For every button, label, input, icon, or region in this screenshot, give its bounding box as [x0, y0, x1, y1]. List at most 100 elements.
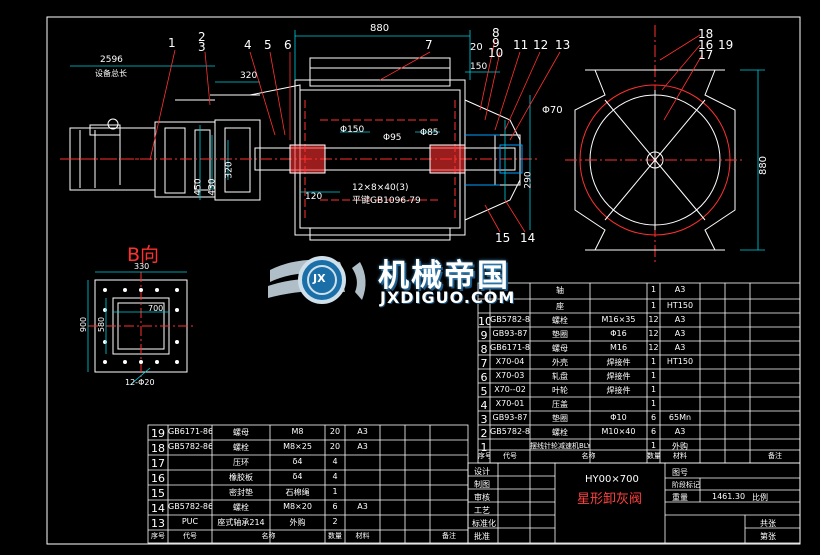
main-dimension-lines — [70, 30, 531, 230]
watermark-en-text: JXDIGUO.COM — [380, 288, 516, 307]
upper-bom-code: GB5782-86 — [490, 315, 530, 324]
upper-bom-name: 外壳 — [552, 358, 568, 367]
lower-bom-name: 橡胶板 — [229, 473, 253, 482]
lower-bom-name: 压环 — [233, 458, 249, 467]
upper-bom-qty: 12 — [648, 343, 659, 352]
upper-bom-mat: HT150 — [666, 357, 694, 366]
part-number-7: 7 — [425, 38, 433, 52]
lower-bom-code: PUC — [181, 517, 199, 526]
upper-bom-name: 压盖 — [552, 400, 568, 409]
upper-bom-qty: 1 — [650, 399, 657, 408]
tb-stage: 阶段标记 — [672, 481, 700, 489]
lower-bom-qty: 20 — [329, 442, 341, 451]
lower-bom-header-name: 名称 — [261, 532, 276, 540]
dim-phi70: Φ70 — [542, 105, 563, 116]
lower-bom-header-qty: 数量 — [328, 532, 342, 540]
part-number-4: 4 — [244, 38, 252, 52]
part-number-6: 6 — [284, 38, 292, 52]
dim-430: 430 — [207, 178, 218, 196]
upper-bom-code: GB93-87 — [492, 329, 528, 338]
key-note: 12×8×40(3) — [352, 183, 409, 193]
upper-bom-mat: HT150 — [666, 301, 694, 310]
b-dim-580: 580 — [97, 316, 107, 333]
part-number-12: 12 — [533, 38, 549, 52]
lower-bom-mat: A3 — [357, 427, 368, 436]
lower-bom-code: GB5782-86 — [168, 502, 212, 511]
gear-badge-icon — [298, 256, 346, 304]
key-standard: 平键GB1096-79 — [352, 196, 421, 206]
lower-bom-no: 19 — [151, 427, 165, 440]
lower-bom-name: 座式轴承214 — [217, 518, 265, 527]
tb-approve: 批准 — [474, 532, 490, 541]
lower-bom-no: 15 — [151, 487, 165, 500]
dim-phi95: Φ95 — [383, 133, 402, 143]
upper-bom-header-note: 备注 — [768, 452, 782, 460]
upper-bom-no: 6 — [480, 371, 488, 384]
upper-bom-spec: Φ16 — [610, 329, 627, 338]
lower-bom-grid — [147, 424, 469, 544]
part-number-13: 13 — [555, 38, 571, 52]
tb-process: 工艺 — [474, 506, 490, 515]
upper-bom-no: 2 — [480, 427, 488, 440]
lower-bom-spec: 外购 — [289, 518, 306, 527]
upper-bom-code: GB93-87 — [492, 413, 528, 422]
tb-sheet-no: 第张 — [760, 532, 776, 541]
tb-drawing-no: 图号 — [672, 468, 688, 477]
part-number-1: 1 — [168, 36, 176, 50]
part-number-3: 3 — [198, 40, 206, 54]
watermark-badge-text: JX — [313, 272, 326, 285]
upper-bom-qty: 6 — [650, 427, 657, 436]
lower-bom-name: 螺栓 — [233, 443, 249, 452]
dim-150: 150 — [470, 62, 488, 72]
upper-bom-name: 轧盘 — [552, 372, 568, 381]
tb-design: 设计 — [474, 467, 490, 476]
upper-bom-no: 8 — [480, 343, 488, 356]
dim-phi150: Φ150 — [340, 125, 365, 135]
lower-bom-header-mat: 材料 — [355, 532, 370, 540]
dim-phi85: Φ85 — [420, 128, 439, 138]
upper-bom-spec: M16 — [609, 343, 628, 352]
upper-bom-spec: 焊接件 — [606, 358, 631, 367]
upper-bom-code: X70-04 — [495, 357, 525, 366]
upper-bom-header-qty: 数量 — [647, 452, 660, 460]
watermark-cn-text: 机械帝国 — [378, 258, 510, 294]
upper-bom-code: GB6171-86 — [490, 343, 530, 352]
upper-bom-no: 5 — [480, 385, 488, 398]
upper-bom-name: 轴 — [556, 286, 564, 295]
tb-check: 审核 — [474, 493, 490, 502]
title-block-grid — [467, 462, 801, 544]
dim-450: 450 — [193, 178, 204, 196]
upper-bom-mat: A3 — [674, 343, 686, 352]
lower-bom-spec: δ4 — [292, 457, 303, 466]
part-number-14: 14 — [520, 231, 536, 245]
upper-bom-qty: 1 — [650, 441, 657, 450]
upper-bom-spec: M16×35 — [601, 315, 636, 324]
lower-bom-no: 18 — [151, 442, 165, 455]
lower-bom-name: 螺栓 — [233, 503, 249, 512]
upper-bom-spec: 焊接件 — [606, 372, 631, 381]
lower-bom-spec: 石棉绳 — [285, 488, 310, 497]
tb-std: 标准化 — [472, 519, 496, 528]
upper-bom-no: 1 — [480, 441, 488, 454]
upper-bom-spec: 焊接件 — [606, 386, 631, 395]
upper-bom-mat: A3 — [674, 285, 686, 294]
b-dim-700: 700 — [148, 304, 164, 313]
upper-bom-header-no: 序号 — [478, 452, 490, 460]
side-leader-lines — [659, 34, 703, 121]
part-number-8: 8 — [492, 26, 500, 40]
dim-320: 320 — [240, 71, 258, 81]
lower-bom-header-no: 序号 — [151, 532, 165, 540]
lower-bom-spec: M8×20 — [283, 502, 312, 511]
lower-bom-spec: δ4 — [292, 472, 303, 481]
watermark-logo — [268, 256, 366, 304]
upper-bom-mat: A3 — [674, 315, 686, 324]
lower-bom-mat: A3 — [357, 442, 368, 451]
upper-bom-header-name: 名称 — [581, 452, 596, 460]
lower-bom-no: 13 — [151, 517, 165, 530]
upper-bom-spec: Φ10 — [610, 413, 627, 422]
b-view-label: B向 — [127, 244, 160, 266]
upper-bom-code: X70--02 — [494, 385, 526, 394]
part-number-11: 11 — [513, 38, 529, 52]
dim-total-length: 2596 — [100, 55, 123, 65]
